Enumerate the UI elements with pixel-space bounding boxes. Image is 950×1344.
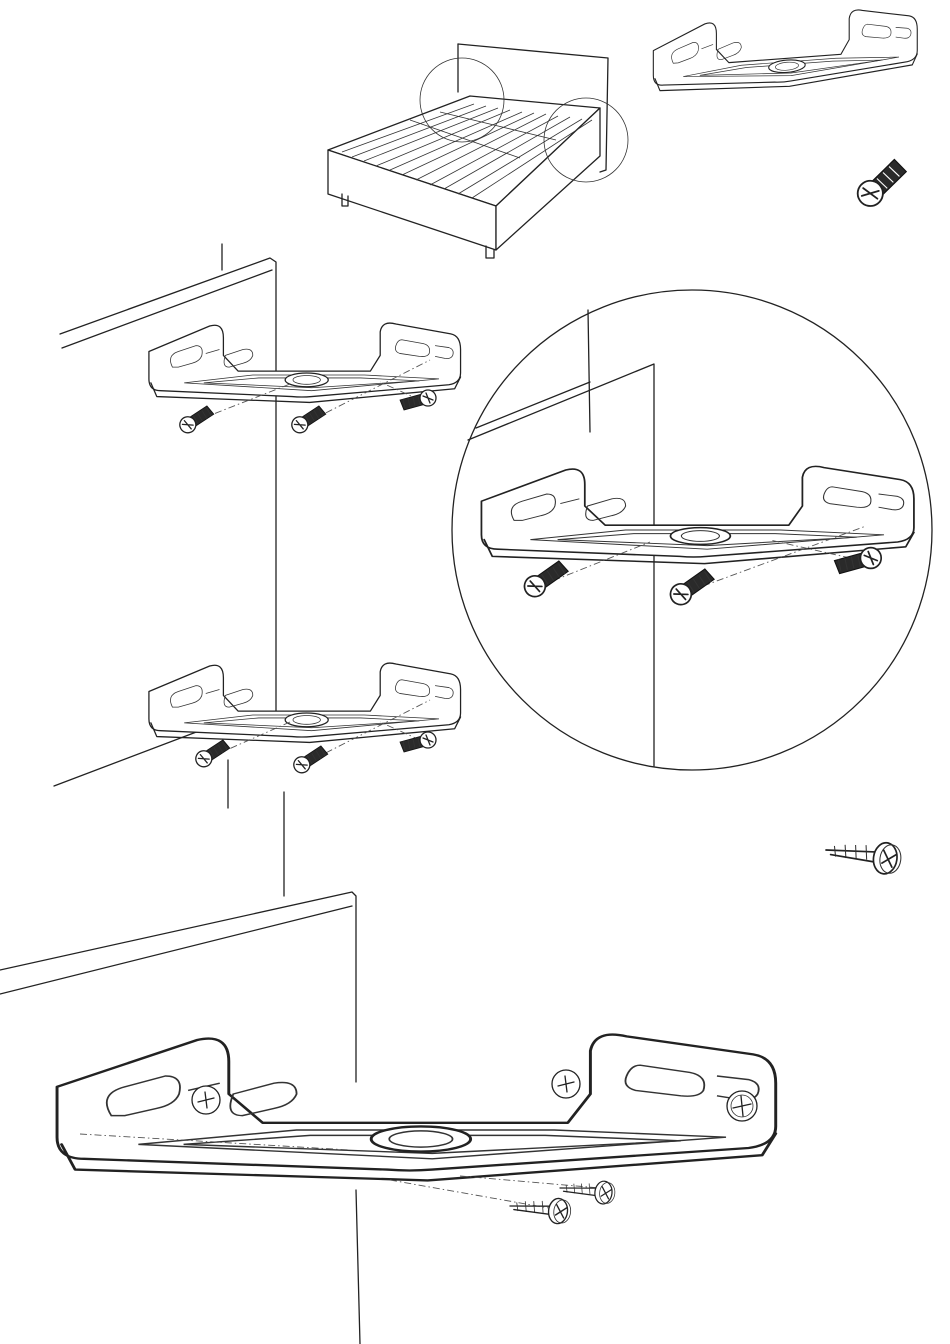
machine-screw-icon	[192, 1086, 220, 1114]
wood-screw-icon	[824, 835, 903, 876]
machine-screw-icon	[290, 745, 330, 775]
machine-screw-icon	[400, 732, 436, 752]
machine-screw-icon	[666, 567, 719, 607]
corner-bracket-icon	[653, 6, 917, 97]
machine-screw-icon	[727, 1091, 757, 1121]
panel	[54, 244, 284, 896]
bed-frame-icon	[328, 44, 628, 258]
machine-screw-icon	[552, 1070, 580, 1098]
bracket-lower	[149, 663, 461, 766]
bracket-upper	[149, 323, 461, 426]
machine-screw-icon	[176, 405, 216, 435]
machine-screw-icon	[852, 158, 912, 211]
machine-screw-icon	[192, 739, 232, 769]
bracket-large	[57, 1035, 776, 1210]
wood-screw-icon	[559, 1177, 616, 1205]
machine-screw-icon	[288, 405, 328, 435]
machine-screw-icon	[520, 559, 573, 599]
wood-screw-icon	[509, 1193, 572, 1224]
